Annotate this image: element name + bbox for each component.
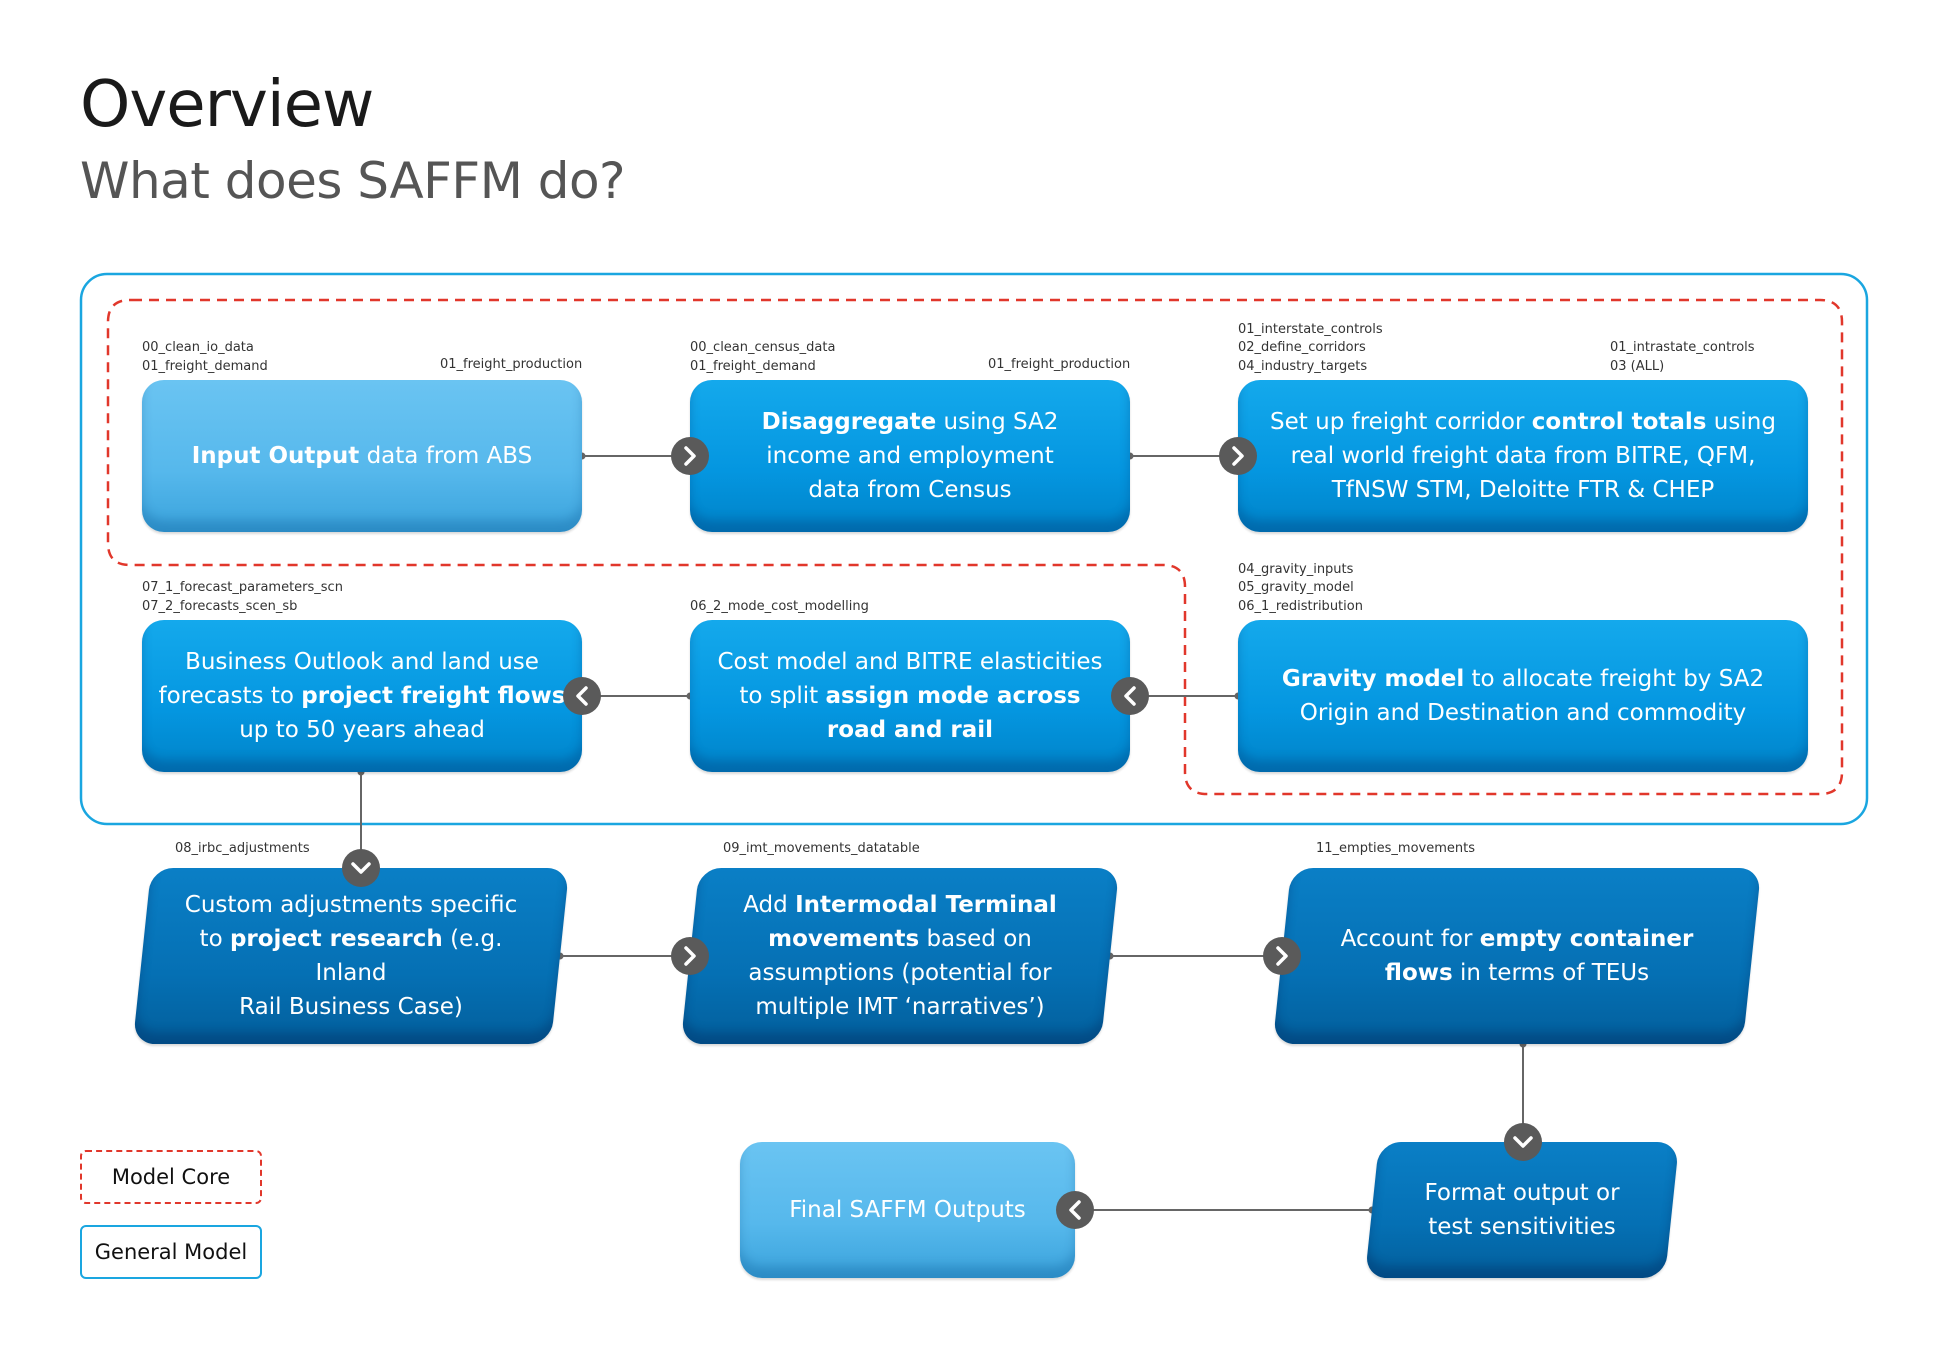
tag-forecasts-scen: 07_2_forecasts_scen_sb [142, 599, 298, 614]
arrow-left-icon [1056, 1191, 1094, 1229]
arrow-right-icon [1219, 437, 1257, 475]
tag-interstate-controls: 01_interstate_controls [1238, 322, 1383, 337]
legend-general-model-label: General Model [94, 1240, 248, 1264]
box-final-outputs: Final SAFFM Outputs [740, 1142, 1075, 1278]
tag-gravity-inputs: 04_gravity_inputs [1238, 562, 1354, 577]
arrow-down-icon [342, 849, 380, 887]
tag-industry-targets: 04_industry_targets [1238, 359, 1368, 374]
tag-empties-movements: 11_empties_movements [1316, 841, 1476, 856]
tag-redistribution: 06_1_redistribution [1238, 599, 1363, 614]
box-gravity-model: Gravity model to allocate freight by SA2… [1238, 620, 1808, 772]
tag-clean-census-data: 00_clean_census_data [690, 340, 836, 355]
box-input-output: Input Output data from ABS [142, 380, 582, 532]
arrow-right-icon [671, 937, 709, 975]
tag-03-all: 03 (ALL) [1610, 359, 1665, 374]
arrow-left-icon [563, 677, 601, 715]
tag-freight-production: 01_freight_production [440, 357, 583, 372]
tag-mode-cost-modelling: 06_2_mode_cost_modelling [690, 599, 869, 614]
page-subtitle: What does SAFFM do? [80, 152, 626, 210]
tag-define-corridors: 02_define_corridors [1238, 340, 1366, 355]
general-model-border [79, 272, 1869, 826]
tag-clean-io-data: 00_clean_io_data [142, 340, 254, 355]
legend-model-core: Model Core [80, 1150, 262, 1204]
tag-forecast-parameters: 07_1_forecast_parameters_scn [142, 580, 343, 595]
arrow-right-icon [671, 437, 709, 475]
box-control-totals: Set up freight corridor control totals u… [1238, 380, 1808, 532]
arrow-down-icon [1504, 1123, 1542, 1161]
model-core-border [106, 298, 1844, 796]
tag-imt-movements: 09_imt_movements_datatable [723, 841, 920, 856]
legend-general-model: General Model [80, 1225, 262, 1279]
tag-freight-demand-2: 01_freight_demand [690, 359, 816, 374]
tag-freight-demand: 01_freight_demand [142, 359, 268, 374]
tag-freight-production-2: 01_freight_production [988, 357, 1131, 372]
arrow-left-icon [1111, 677, 1149, 715]
arrow-right-icon [1263, 937, 1301, 975]
tag-intrastate-controls: 01_intrastate_controls [1610, 340, 1755, 355]
legend-model-core-label: Model Core [111, 1165, 231, 1189]
page-title: Overview [80, 68, 374, 142]
tag-gravity-model: 05_gravity_model [1238, 580, 1354, 595]
tag-irbc-adjustments: 08_irbc_adjustments [175, 841, 310, 856]
